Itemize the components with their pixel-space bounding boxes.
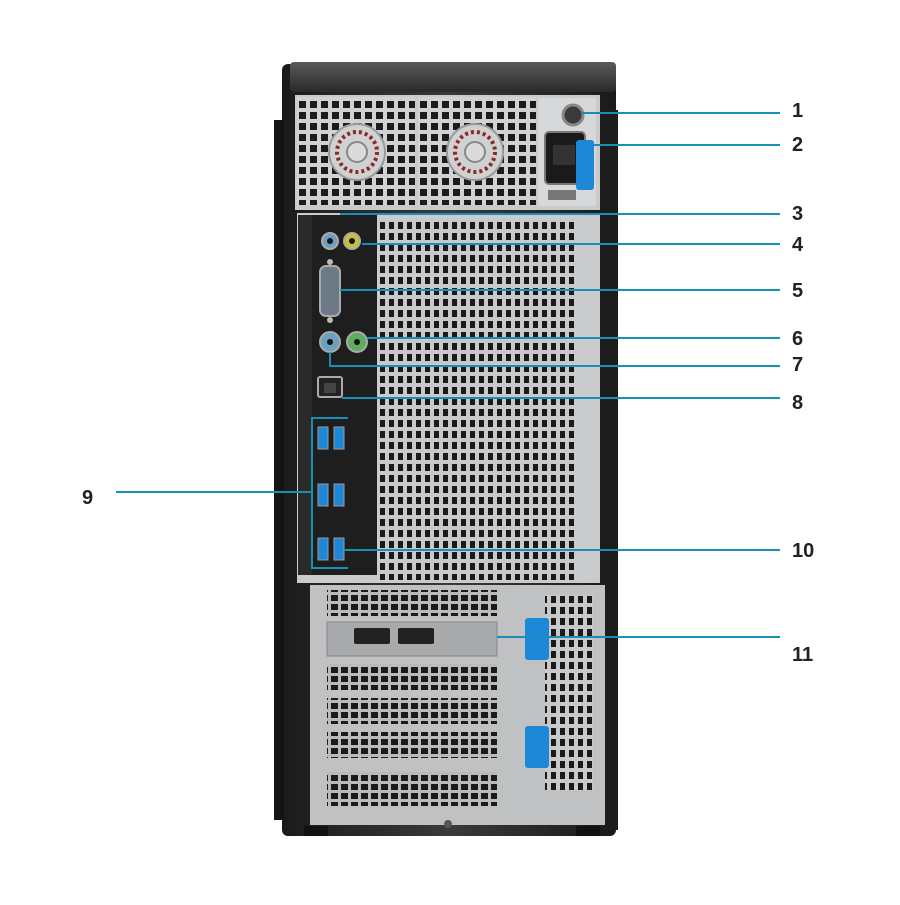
callout-11: 11 (792, 644, 814, 666)
slot-latch-lower (525, 726, 549, 768)
foot-right (576, 826, 600, 836)
callout-1: 1 (792, 100, 804, 122)
slot-latch-upper (525, 618, 549, 660)
foot-left (304, 826, 328, 836)
callout-leaders (116, 112, 780, 638)
power-button-icon (561, 103, 585, 127)
psu-latch (576, 140, 594, 190)
callout-7: 7 (792, 354, 804, 376)
callout-8: 8 (792, 392, 804, 414)
fan-left (328, 123, 386, 181)
callout-6: 6 (792, 328, 804, 350)
callout-5: 5 (792, 280, 804, 302)
fan-right (446, 123, 504, 181)
usb-ports-icon (317, 426, 345, 561)
callout-2: 2 (792, 134, 804, 156)
usb-port-icon (333, 537, 345, 561)
callout-4: 4 (792, 234, 804, 256)
case-top (290, 62, 616, 92)
serial-port-icon (319, 265, 341, 317)
callout-10: 10 (792, 540, 815, 562)
callout-9: 9 (82, 487, 94, 509)
callout-3: 3 (792, 203, 804, 225)
